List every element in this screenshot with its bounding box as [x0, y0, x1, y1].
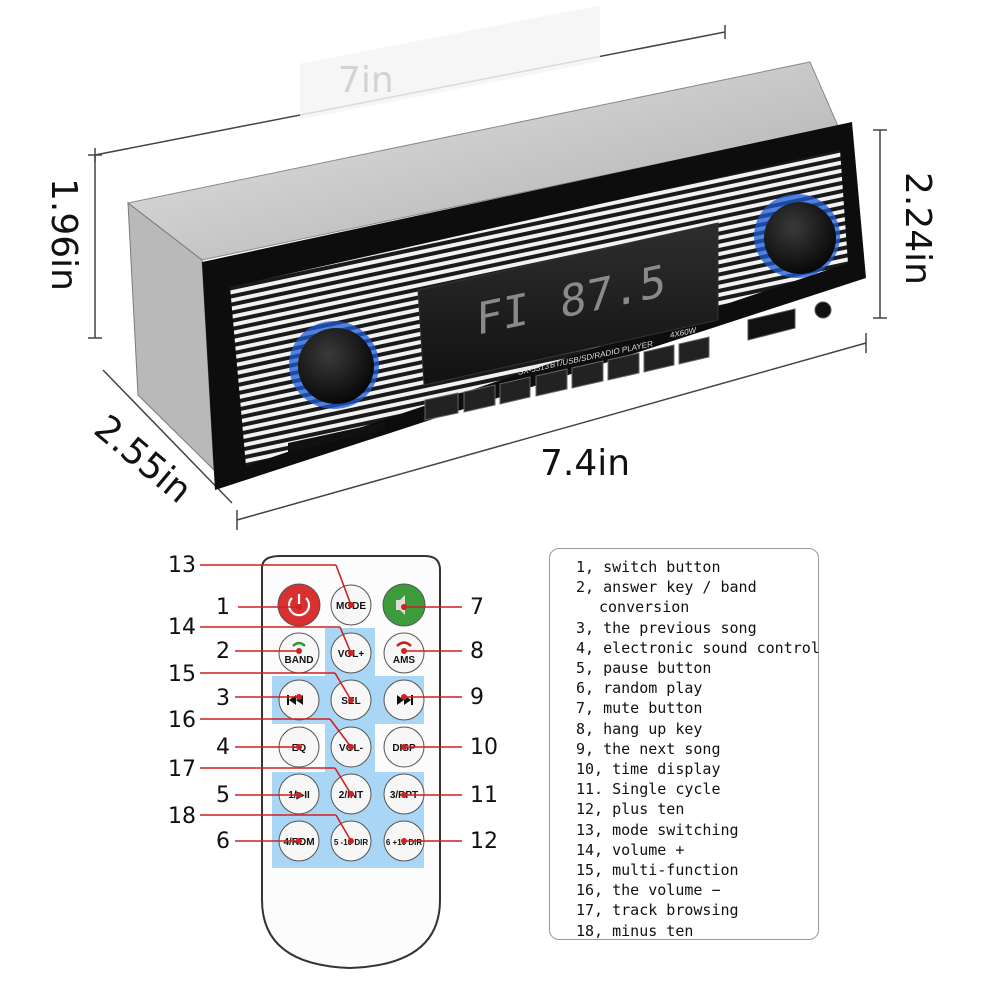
callout-15: 15 — [168, 662, 196, 687]
legend-item: 15, multi-function — [576, 861, 739, 880]
radio-button-1 — [499, 376, 531, 405]
callout-2: 2 — [216, 639, 230, 664]
ams-label: AMS — [393, 655, 416, 666]
right-knob — [764, 202, 836, 274]
mute-icon — [396, 595, 405, 615]
band-label: BAND — [285, 655, 314, 666]
callout-3: 3 — [216, 686, 230, 711]
answer-phone-icon — [292, 641, 306, 647]
callout-13: 13 — [168, 553, 196, 578]
radio-button-5 — [643, 344, 675, 373]
legend-item: 14, volume + — [576, 840, 685, 859]
dim-height-left: 1.96in — [43, 178, 84, 291]
legend-item: 11. Single cycle — [576, 780, 721, 799]
callout-6: 6 — [216, 829, 230, 854]
legend-item: 6, random play — [576, 679, 703, 698]
legend-item: conversion — [599, 598, 690, 617]
callout-5: 5 — [216, 783, 230, 808]
callout-16: 16 — [168, 708, 196, 733]
legend-item: 2, answer key / band — [576, 578, 757, 597]
remote-control: MODE BAND VOL+ AMS SEL EQ VOL- DISP 1/▶I… — [261, 555, 441, 970]
lcd-display — [417, 222, 719, 386]
radio-button-dis — [463, 384, 496, 413]
left-knob — [298, 328, 374, 404]
aux-jack — [814, 301, 832, 319]
callout-7: 7 — [470, 595, 484, 620]
legend-item: 8, hang up key — [576, 719, 703, 738]
function-legend: 1, switch button 2, answer key / band co… — [549, 548, 820, 940]
legend-item: 1, switch button — [576, 558, 721, 576]
callout-1: 1 — [216, 595, 230, 620]
legend-item: 18, minus ten — [576, 921, 694, 940]
radio-button-aps — [424, 392, 459, 421]
callout-14: 14 — [168, 615, 196, 640]
callout-8: 8 — [470, 639, 484, 664]
sd-slot — [288, 422, 385, 452]
legend-item: 12, plus ten — [576, 800, 685, 819]
hangup-phone-icon — [396, 641, 412, 647]
callout-lines — [200, 564, 462, 842]
legend-item: 16, the volume − — [576, 881, 721, 900]
callout-4: 4 — [216, 735, 230, 760]
radio-button-2 — [535, 368, 568, 397]
lcd-band: FI — [476, 284, 529, 346]
legend-item: 5, pause button — [576, 659, 712, 678]
power-icon — [287, 594, 311, 617]
callout-11: 11 — [470, 783, 498, 808]
radio-button-3 — [571, 360, 604, 389]
callout-18: 18 — [168, 804, 196, 829]
callout-17: 17 — [168, 757, 196, 782]
radio-button-6 — [678, 336, 710, 365]
chassis-label — [300, 5, 600, 120]
callout-10: 10 — [470, 735, 498, 760]
legend-item: 13, mode switching — [576, 820, 739, 839]
dim-height-right: 2.24in — [897, 172, 938, 285]
legend-item: 10, time display — [576, 760, 721, 779]
radio-buttons — [424, 336, 710, 421]
legend-item: 9, the next song — [576, 739, 721, 758]
legend-item: 3, the previous song — [576, 618, 757, 637]
legend-item: 17, track browsing — [576, 901, 739, 920]
usb-cover — [747, 308, 796, 341]
legend-item: 4, electronic sound control — [576, 638, 820, 657]
callout-9: 9 — [470, 685, 484, 710]
callout-dots — [296, 602, 407, 844]
callout-12: 12 — [470, 829, 498, 854]
legend-item: 7, mute button — [576, 699, 703, 718]
radio-unit: FI 87.5 SX-5513 BT/USB/SD/RADIO PLAYER 4… — [126, 5, 866, 490]
dim-front-width: 7.4in — [540, 443, 630, 484]
radio-button-4 — [607, 352, 640, 381]
